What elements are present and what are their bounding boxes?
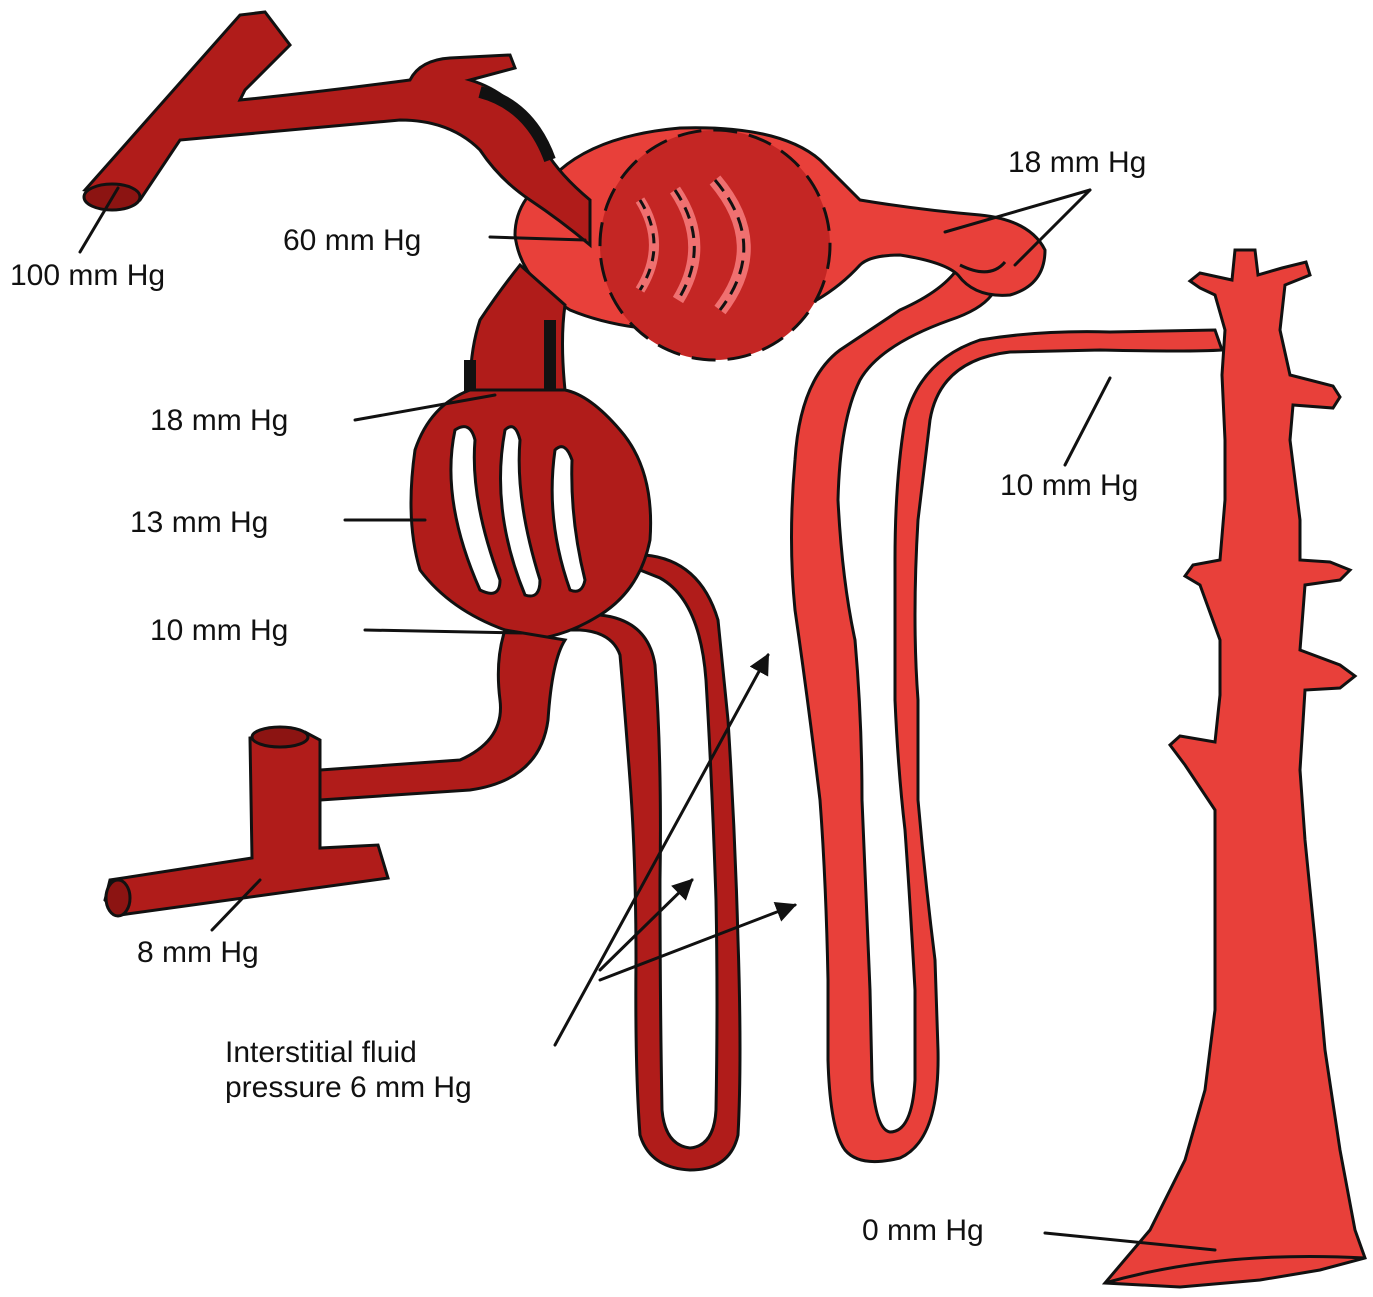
label-collecting-duct: 0 mm Hg bbox=[862, 1214, 984, 1247]
vasa-recta-loop bbox=[560, 555, 740, 1170]
interstitial-arrows bbox=[555, 655, 795, 1045]
label-efferent-arteriole: 18 mm Hg bbox=[150, 404, 288, 437]
afferent-artery bbox=[84, 12, 590, 245]
label-bowman-capsule: 18 mm Hg bbox=[1008, 146, 1146, 179]
collecting-duct bbox=[1105, 250, 1365, 1287]
label-venule: 10 mm Hg bbox=[150, 614, 288, 647]
label-vein: 8 mm Hg bbox=[137, 936, 259, 969]
capillary-gaps bbox=[451, 427, 585, 596]
interlobular-vein bbox=[105, 727, 388, 916]
label-interstitial-line1: Interstitial fluid bbox=[225, 1036, 417, 1069]
label-peritubular-capillary: 13 mm Hg bbox=[130, 506, 268, 539]
label-interstitial-line2: pressure 6 mm Hg bbox=[225, 1071, 472, 1104]
label-distal-tubule: 10 mm Hg bbox=[1000, 469, 1138, 502]
label-afferent-artery: 100 mm Hg bbox=[10, 259, 165, 292]
glomerulus bbox=[600, 130, 830, 360]
peritubular-capillaries bbox=[411, 390, 651, 640]
venule bbox=[320, 630, 565, 800]
label-glomerular-capillary: 60 mm Hg bbox=[283, 224, 421, 257]
distal-tubule bbox=[792, 262, 1223, 1162]
